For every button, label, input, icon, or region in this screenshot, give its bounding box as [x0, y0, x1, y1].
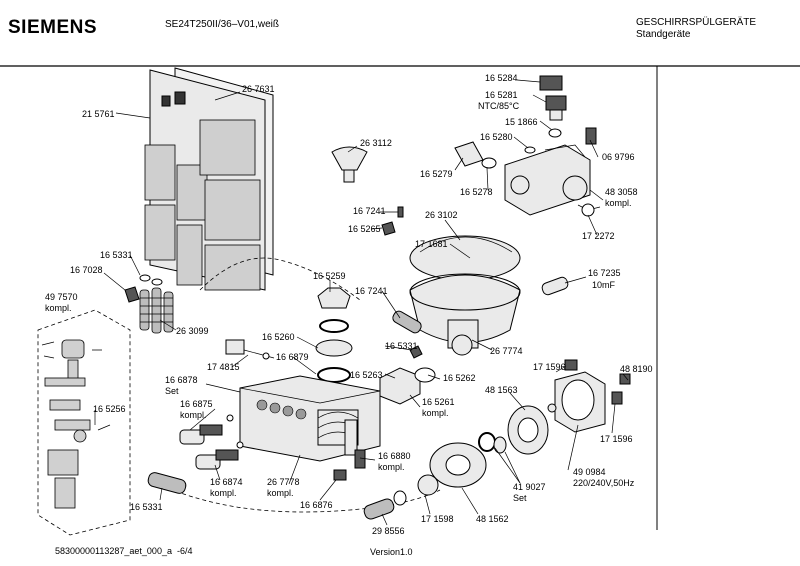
solenoid-valves-drawing — [179, 414, 244, 470]
part-label: 16 5284 — [485, 73, 518, 83]
model-number: SE24T250II/36–V01,weiß — [165, 19, 279, 30]
part-label: 16 6878 — [165, 375, 198, 385]
footer-doc-id: 58300000113287_aet_000_a -6/4 — [55, 546, 193, 556]
part-label: 17 1596 — [600, 434, 633, 444]
part-label: 16 5279 — [420, 169, 453, 179]
part-label: 16 6874 — [210, 477, 243, 487]
part-label: 26 3099 — [176, 326, 209, 336]
part-label: 16 5263 — [350, 370, 383, 380]
part-label: 49 7570 — [45, 292, 78, 302]
part-label: kompl. — [378, 462, 405, 472]
screw-167241-drawing — [397, 206, 404, 218]
part-label: 48 3058 — [605, 187, 638, 197]
part-label: 16 5260 — [262, 332, 295, 342]
part-label: NTC/85°C — [478, 101, 520, 111]
part-label: 26 3112 — [360, 138, 392, 148]
part-label: kompl. — [210, 488, 237, 498]
part-label: 10mF — [592, 280, 616, 290]
part-label: 06 9796 — [602, 152, 635, 162]
funnel-263112-drawing — [331, 146, 368, 183]
part-label: 17 1596 — [533, 362, 566, 372]
part-label: 17 1681 — [415, 239, 448, 249]
part-label: 21 5761 — [82, 109, 115, 119]
part-label: 15 1866 — [505, 117, 538, 127]
part-label: 16 6875 — [180, 399, 213, 409]
category-subtitle: Standgeräte — [636, 29, 691, 40]
part-label: kompl. — [180, 410, 207, 420]
part-label: Set — [165, 386, 179, 396]
part-labels: 21 5761 26 7631 16 5331 16 7028 49 7570 … — [45, 73, 653, 536]
part-label: 16 7241 — [353, 206, 386, 216]
small-rings-drawing — [139, 274, 163, 286]
part-label: 16 6880 — [378, 451, 411, 461]
pump-drawing — [417, 359, 631, 496]
clip-165265-drawing — [381, 221, 396, 236]
part-label: 17 2272 — [582, 231, 615, 241]
filter-cap-drawing — [315, 287, 353, 383]
part-label: 26 7778 — [267, 477, 300, 487]
part-label: 41 9027 — [513, 482, 546, 492]
part-label: 48 1562 — [476, 514, 509, 524]
part-label: 16 5331 — [385, 341, 418, 351]
part-label: 49 0984 — [573, 467, 606, 477]
part-label: kompl. — [422, 408, 449, 418]
sensor-assembly-drawing — [454, 75, 601, 217]
capacitor-drawing — [541, 276, 569, 296]
part-label: 16 5281 — [485, 90, 518, 100]
part-label: 16 5331 — [130, 502, 163, 512]
part-label: 26 7774 — [490, 346, 523, 356]
back-panel-drawing — [144, 67, 274, 291]
part-label: 16 5331 — [100, 250, 133, 260]
part-label: 16 5280 — [480, 132, 513, 142]
wiring-path-upper — [199, 257, 361, 301]
clip-167028-drawing — [124, 286, 140, 303]
sump-drawing — [409, 235, 521, 356]
part-label: 17 4815 — [207, 362, 240, 372]
kit-box-497570 — [37, 309, 131, 536]
part-label: kompl. — [605, 198, 632, 208]
part-label: 29 8556 — [372, 526, 405, 536]
part-label: 16 6879 — [276, 352, 309, 362]
part-label: 16 7241 — [355, 286, 388, 296]
hose-set-drawing — [139, 287, 174, 334]
part-label: 48 1563 — [485, 385, 518, 395]
part-label: 16 7235 — [588, 268, 621, 278]
part-label: kompl. — [267, 488, 294, 498]
part-label: 48 8190 — [620, 364, 653, 374]
connector-drawing — [225, 339, 275, 360]
hose-165331-drawing — [392, 310, 423, 359]
valve-block-drawing — [239, 375, 381, 481]
part-label: 17 1598 — [421, 514, 454, 524]
brand-logo: SIEMENS — [8, 17, 98, 38]
drain-hose-drawing — [147, 472, 407, 520]
part-label: 16 7028 — [70, 265, 103, 275]
footer-doc-number: 58300000113287_aet_000_a — [55, 546, 172, 556]
footer-page-number: -6/4 — [176, 546, 193, 556]
part-label: 26 7631 — [242, 84, 275, 94]
part-label: 16 5256 — [93, 404, 126, 414]
part-label: 16 5261 — [422, 397, 455, 407]
part-label: 16 6876 — [300, 500, 333, 510]
part-label: 16 5265 — [348, 224, 381, 234]
category-title: GESCHIRRSPÜLGERÄTE — [636, 17, 757, 28]
part-label: 16 5259 — [313, 271, 346, 281]
part-label: 16 5278 — [460, 187, 493, 197]
leader-lines — [94, 79, 629, 526]
part-label: 220/240V,50Hz — [573, 478, 635, 488]
footer-version: Version1.0 — [370, 547, 413, 557]
part-label: 16 5262 — [443, 373, 476, 383]
part-label: 26 3102 — [425, 210, 458, 220]
part-label: kompl. — [45, 303, 72, 313]
part-label: Set — [513, 493, 527, 503]
wiring-path-lower — [149, 479, 441, 513]
